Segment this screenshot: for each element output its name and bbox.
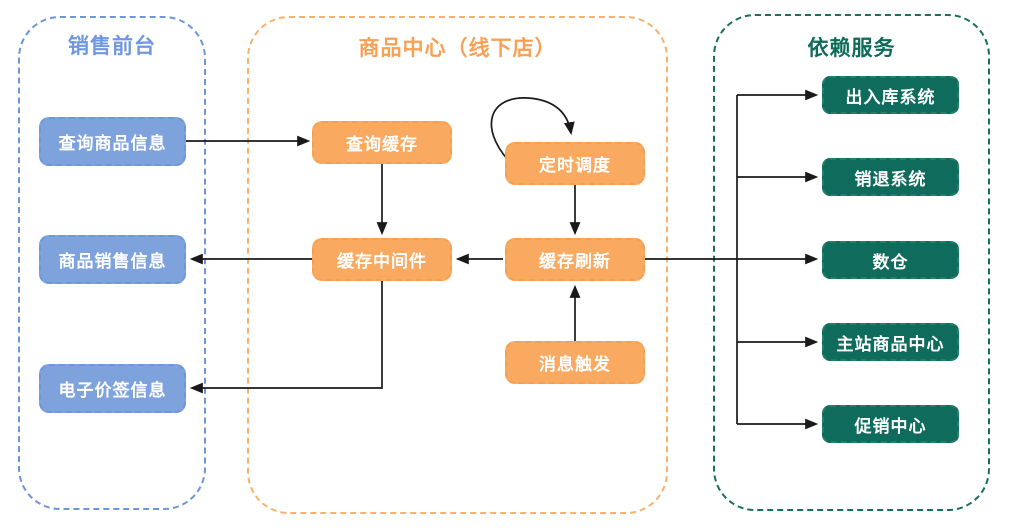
node-message-trigger: 消息触发 <box>505 341 645 384</box>
node-query-product-info: 查询商品信息 <box>39 117 186 166</box>
node-sales-return-system: 销退系统 <box>822 158 959 196</box>
group-product-center <box>247 16 668 514</box>
sales-front-title: 销售前台 <box>68 35 156 58</box>
node-main-site-product-center: 主站商品中心 <box>822 323 959 361</box>
group-sales-front <box>18 16 206 510</box>
product-center-title: 商品中心（线下店） <box>358 37 557 60</box>
edge-cache-middleware-to-price-tag-info <box>189 281 383 394</box>
node-promotion-center: 促销中心 <box>822 405 959 443</box>
dependent-services-title: 依赖服务 <box>807 37 896 60</box>
edge-timed-schedule-self-loop <box>490 97 575 161</box>
node-timed-schedule: 定时调度 <box>505 142 645 185</box>
node-product-sales-info: 商品销售信息 <box>39 235 186 284</box>
node-price-tag-info: 电子价签信息 <box>39 364 186 413</box>
group-dependent-services <box>713 14 990 511</box>
node-warehouse-system: 出入库系统 <box>822 76 959 114</box>
node-query-cache: 查询缓存 <box>312 121 452 164</box>
node-cache-refresh: 缓存刷新 <box>505 238 645 281</box>
node-data-warehouse: 数仓 <box>822 241 959 279</box>
node-cache-middleware: 缓存中间件 <box>312 238 452 281</box>
